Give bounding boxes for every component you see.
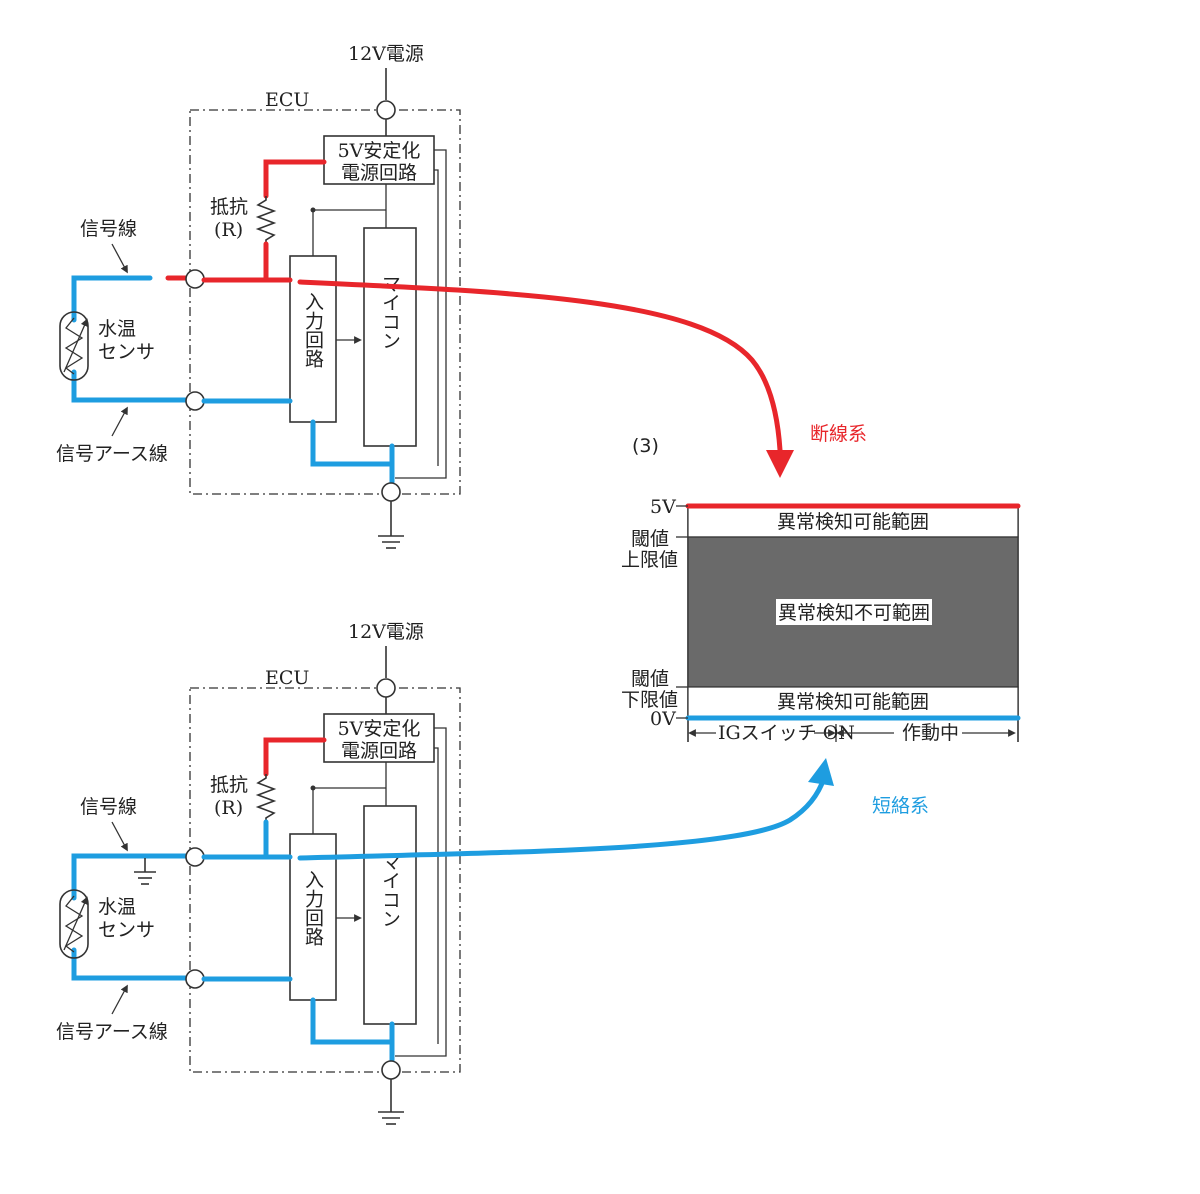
band-middle-label-box xyxy=(776,599,932,625)
regulator-line2: 電源回路 xyxy=(341,162,417,184)
resistor-label: 抵抗 xyxy=(210,774,248,796)
x-phase-1: IGスイッチ ON xyxy=(718,722,855,744)
resistor-icon xyxy=(255,774,277,822)
resistor-label: 抵抗 xyxy=(210,196,248,218)
short-circuit-arrow xyxy=(297,758,834,861)
detection-range-chart: (3) 異常検知可能範囲 異常検知不可範囲 異常検知可能範囲 5V 閾値 上限値… xyxy=(621,435,1021,744)
microcomputer-label: マイコン xyxy=(379,852,401,928)
signal-line-label: 信号線 xyxy=(80,796,137,818)
regulator-line2: 電源回路 xyxy=(341,740,417,762)
water-temp-sensor-icon xyxy=(59,311,89,381)
sensor-sub: センサ xyxy=(98,919,155,941)
y-label-5v: 5V xyxy=(650,496,676,518)
y-label-lower-2: 下限値 xyxy=(621,689,678,711)
y-label-0v: 0V xyxy=(650,708,676,730)
microcomputer-label: マイコン xyxy=(379,274,401,350)
open-circuit-label: 断線系 xyxy=(810,423,867,445)
resistor-sub: (R) xyxy=(214,797,243,819)
band-middle-label: 異常検知不可範囲 xyxy=(778,602,930,624)
signal-wire-blue xyxy=(71,853,189,901)
regulator-line1: 5V安定化 xyxy=(338,140,421,162)
ecu-box xyxy=(189,687,461,1073)
y-label-upper-1: 閾値 xyxy=(631,528,669,550)
sensor-label: 水温 xyxy=(98,896,136,918)
ground-terminal xyxy=(185,391,205,411)
ecu-box xyxy=(189,109,461,495)
x-phase-2: 作動中 xyxy=(902,722,959,744)
short-circuit-label: 短絡系 xyxy=(872,795,929,817)
signal-ground-label: 信号アース線 xyxy=(56,1021,168,1043)
ground-wire-blue xyxy=(71,947,189,981)
power-terminal xyxy=(376,100,396,120)
ground-terminal xyxy=(185,969,205,989)
power-label: 12V電源 xyxy=(348,621,424,643)
open-circuit-arrow xyxy=(297,279,794,478)
earth-icon xyxy=(378,1079,404,1125)
band-top xyxy=(687,506,1019,538)
red-5v-wire xyxy=(263,159,327,199)
signal-terminal xyxy=(185,269,205,289)
earth-icon xyxy=(378,501,404,549)
circuit-top: ECU 12V電源 5V安定化 電源回路 抵抗 (R) 入力回路 マイコン xyxy=(56,43,461,549)
chassis-terminal xyxy=(381,1060,401,1080)
band-bottom-label: 異常検知可能範囲 xyxy=(777,691,929,713)
red-5v-wire xyxy=(263,737,327,777)
signal-line-label: 信号線 xyxy=(80,218,137,240)
signal-terminal xyxy=(185,847,205,867)
ecu-label: ECU xyxy=(265,89,309,111)
ground-wire-blue xyxy=(71,369,189,403)
power-terminal xyxy=(376,678,396,698)
sensor-sub: センサ xyxy=(98,341,155,363)
y-label-upper-2: 上限値 xyxy=(621,549,678,571)
chart-number: (3) xyxy=(632,435,659,457)
input-circuit-label: 入力回路 xyxy=(302,292,324,368)
resistor-icon xyxy=(255,196,277,244)
power-label: 12V電源 xyxy=(348,43,424,65)
regulator-line1: 5V安定化 xyxy=(338,718,421,740)
signal-ground-label: 信号アース線 xyxy=(56,443,168,465)
y-label-lower-1: 閾値 xyxy=(631,668,669,690)
circuit-bottom: ECU 12V電源 5V安定化 電源回路 抵抗 (R) 入力回路 マイコン xyxy=(56,621,461,1125)
band-bottom xyxy=(687,686,1019,718)
ecu-label: ECU xyxy=(265,667,309,689)
resistor-sub: (R) xyxy=(214,219,243,241)
water-temp-sensor-icon xyxy=(59,889,89,959)
input-circuit-label: 入力回路 xyxy=(302,870,324,946)
band-top-label: 異常検知可能範囲 xyxy=(777,511,929,533)
short-earth-icon xyxy=(134,858,156,885)
signal-wire-blue xyxy=(71,275,153,323)
chassis-terminal xyxy=(381,482,401,502)
sensor-label: 水温 xyxy=(98,318,136,340)
